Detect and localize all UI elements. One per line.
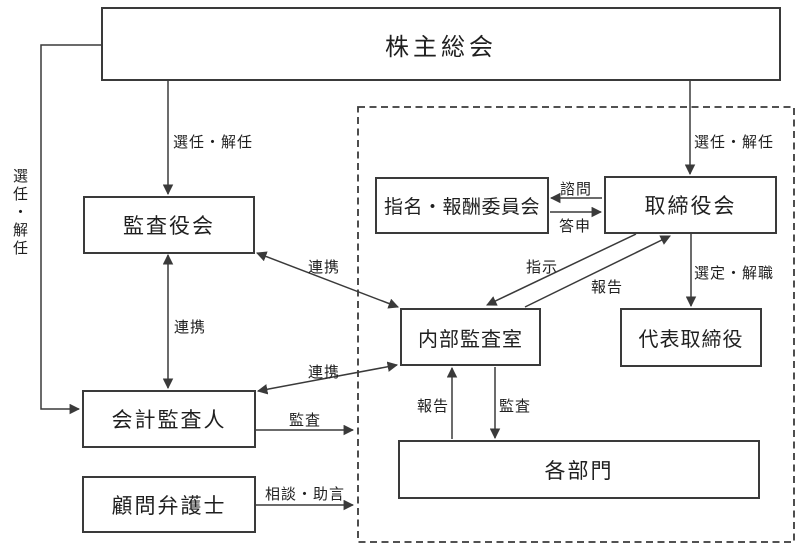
- node-nomination-committee-label: 指名・報酬委員会: [383, 196, 540, 218]
- node-board-of-directors-label: 取締役会: [644, 194, 737, 218]
- node-audit-board: 監査役会: [83, 196, 255, 254]
- internal-group-boundary: [357, 106, 795, 543]
- node-audit-board-label: 監査役会: [123, 214, 215, 238]
- edge-audit-board-internal-audit: [256, 251, 399, 309]
- node-representative-director-label: 代表取締役: [638, 327, 744, 351]
- edge-label-appoint-dismiss-accounting-auditor: 選任・解任: [11, 168, 29, 258]
- edge-internal-audit-to-board: [524, 235, 671, 308]
- edge-label-link-audit-board-internal: 連携: [307, 258, 341, 276]
- edge-accounting-auditor-internal-audit: [256, 361, 399, 395]
- edge-label-link-accounting-internal: 連携: [307, 363, 341, 381]
- node-internal-audit-office-label: 内部監査室: [418, 326, 523, 351]
- edge-label-reply: 答申: [558, 217, 592, 235]
- edge-label-audit-departments: 監査: [498, 397, 532, 415]
- node-board-of-directors: 取締役会: [604, 176, 777, 234]
- node-departments-label: 各部門: [544, 458, 614, 483]
- edge-label-instruction: 指示: [525, 258, 559, 276]
- node-shareholders-label: 株主総会: [385, 32, 497, 61]
- node-internal-audit-office: 内部監査室: [400, 308, 541, 366]
- node-representative-director: 代表取締役: [620, 308, 762, 367]
- edge-label-appoint-dismiss-board: 選任・解任: [693, 133, 775, 151]
- node-legal-advisor-label: 顧問弁護士: [111, 493, 227, 518]
- node-accounting-auditor: 会計監査人: [82, 390, 256, 448]
- edge-label-link-audit-board-accounting: 連携: [173, 318, 207, 336]
- edge-label-select-remove: 選定・解職: [693, 264, 775, 282]
- edge-label-consult-advice: 相談・助言: [264, 485, 346, 503]
- edge-label-report-to-internal-audit: 報告: [416, 397, 450, 415]
- edge-label-appoint-dismiss-audit-board: 選任・解任: [172, 133, 254, 151]
- node-shareholders: 株主総会: [101, 7, 781, 81]
- edge-shareholders-to-accounting-auditor: [40, 44, 101, 415]
- edge-board-to-internal-audit: [486, 233, 637, 306]
- edge-label-report-to-board: 報告: [590, 278, 624, 296]
- edge-label-consultation: 諮問: [559, 180, 593, 198]
- node-accounting-auditor-label: 会計監査人: [111, 408, 227, 432]
- node-departments: 各部門: [398, 440, 760, 499]
- node-nomination-committee: 指名・報酬委員会: [375, 177, 549, 234]
- edge-label-audit-accounting: 監査: [288, 411, 322, 429]
- node-legal-advisor: 顧問弁護士: [82, 476, 256, 533]
